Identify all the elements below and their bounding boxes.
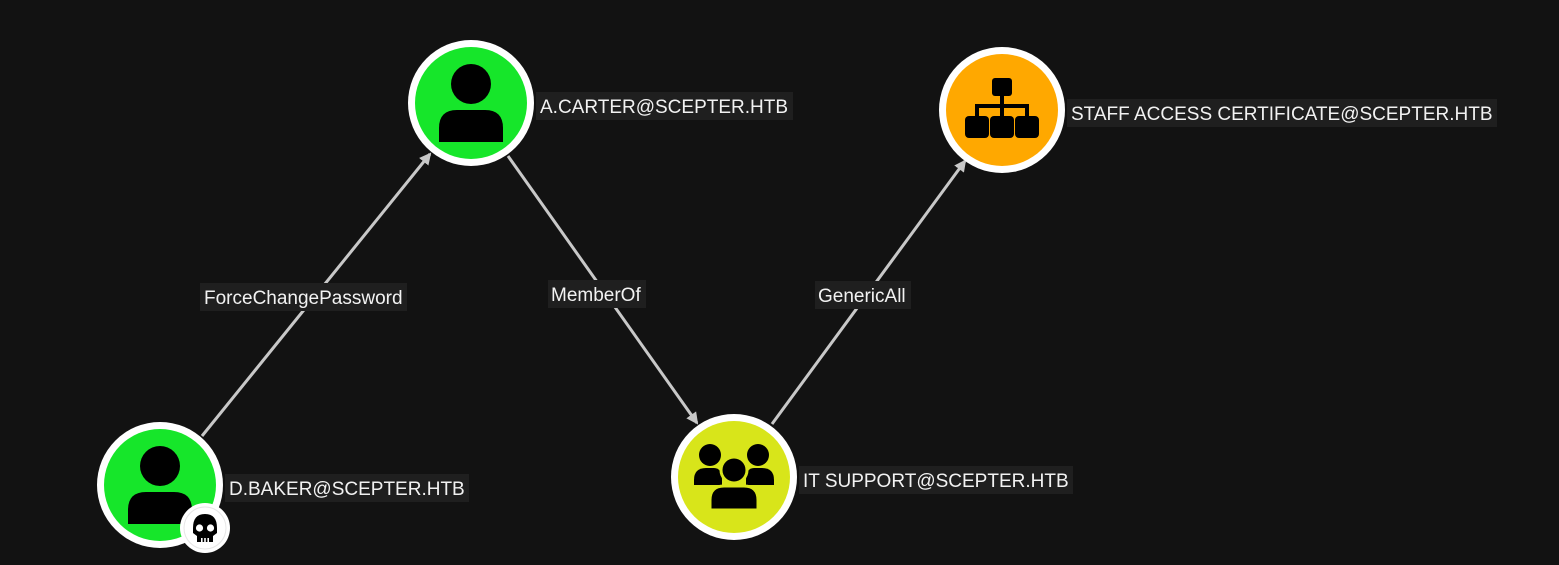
node-label-background: [1067, 99, 1497, 127]
node-label-background: [536, 92, 793, 120]
skull-icon: [193, 514, 217, 542]
edges-layer: ForceChangePassword MemberOf GenericAll: [200, 152, 967, 437]
edge-label: MemberOf: [551, 285, 641, 306]
node-staffcert[interactable]: STAFF ACCESS CERTIFICATE@SCEPTER.HTB: [939, 47, 1497, 173]
organizational-unit-icon: [965, 78, 1039, 138]
edge-memberof[interactable]: MemberOf: [506, 155, 699, 425]
node-label-background: [799, 466, 1073, 494]
node-acarter[interactable]: A.CARTER@SCEPTER.HTB: [408, 40, 793, 166]
node-label: IT SUPPORT@SCEPTER.HTB: [803, 471, 1069, 492]
edge-label: GenericAll: [818, 286, 906, 307]
owned-badge: [180, 503, 230, 553]
edge-forcechangepassword[interactable]: ForceChangePassword: [200, 152, 432, 437]
group-icon: [694, 444, 774, 512]
node-itsupport[interactable]: IT SUPPORT@SCEPTER.HTB: [671, 414, 1073, 540]
node-label-background: [225, 474, 469, 502]
edge-label-background: [815, 281, 911, 309]
user-icon: [128, 446, 192, 524]
node-label: D.BAKER@SCEPTER.HTB: [229, 479, 465, 500]
node-dbaker[interactable]: D.BAKER@SCEPTER.HTB: [97, 422, 469, 553]
edge-genericall[interactable]: GenericAll: [770, 159, 967, 425]
node-label: STAFF ACCESS CERTIFICATE@SCEPTER.HTB: [1071, 104, 1493, 125]
edge-label-background: [200, 283, 407, 311]
edge-label-background: [548, 280, 646, 308]
nodes-layer: D.BAKER@SCEPTER.HTB A.CARTER@SCEPTER.HTB: [97, 40, 1497, 553]
node-label: A.CARTER@SCEPTER.HTB: [540, 97, 788, 118]
user-icon: [439, 64, 503, 142]
edge-label: ForceChangePassword: [204, 288, 403, 309]
